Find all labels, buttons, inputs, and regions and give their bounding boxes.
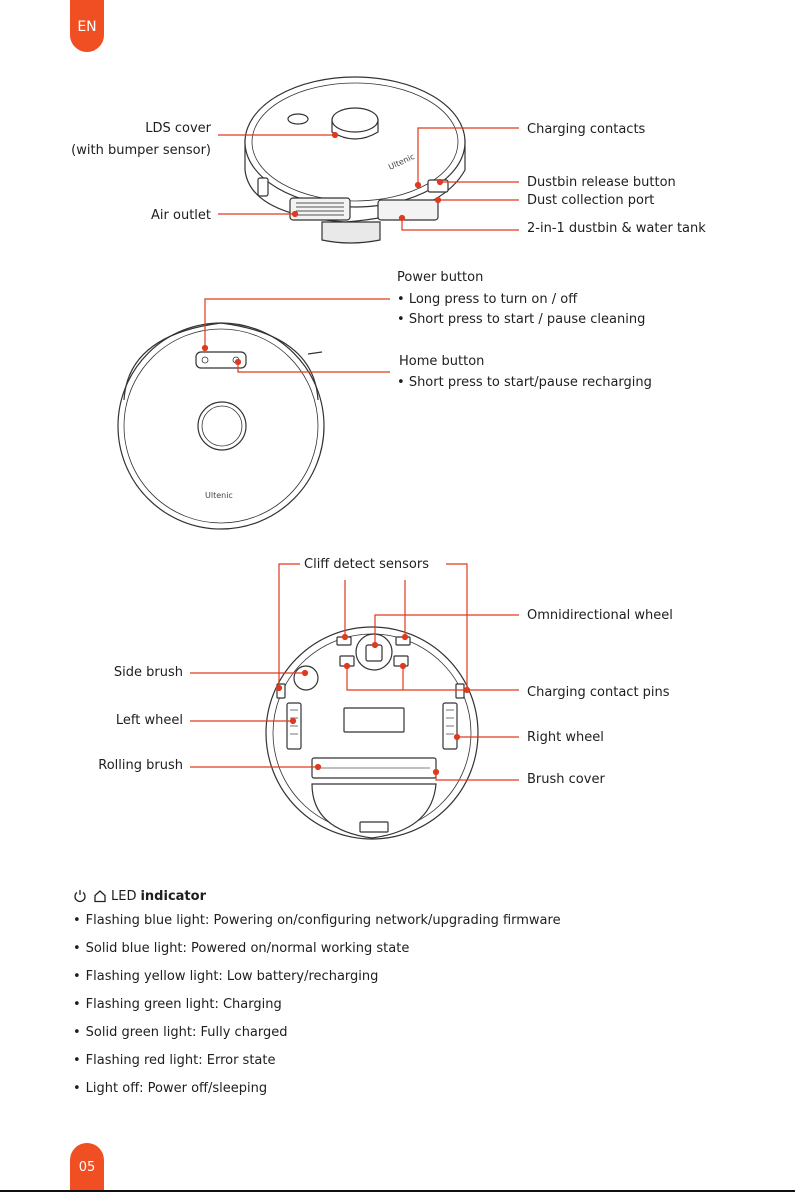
- bottom-rule: [0, 1190, 795, 1192]
- led-status-item: Solid green light: Fully charged: [73, 1019, 561, 1047]
- led-status-item: Flashing red light: Error state: [73, 1047, 561, 1075]
- label-dust-collection-port: Dust collection port: [527, 193, 655, 208]
- power-icon: [74, 890, 86, 903]
- led-status-item: Flashing yellow light: Low battery/recha…: [73, 963, 561, 991]
- label-brush-cover: Brush cover: [527, 772, 605, 787]
- label-charging-pins: Charging contact pins: [527, 685, 670, 700]
- language-tab: EN: [70, 0, 104, 52]
- label-charging-contacts: Charging contacts: [527, 122, 646, 137]
- power-button-item-2: • Short press to start / pause cleaning: [397, 312, 646, 327]
- led-indicator-heading: LED indicator: [73, 885, 561, 907]
- label-omni-wheel: Omnidirectional wheel: [527, 608, 673, 623]
- home-button-title: Home button: [399, 354, 485, 369]
- label-left-wheel: Left wheel: [115, 713, 183, 728]
- brand-logo-middle: Ultenic: [205, 491, 233, 500]
- home-icon: [94, 890, 106, 903]
- robot-perspective-figure: Ultenic: [218, 76, 519, 244]
- label-side-brush: Side brush: [113, 665, 183, 680]
- label-dustbin-release: Dustbin release button: [527, 175, 676, 190]
- power-button-title: Power button: [397, 270, 484, 285]
- page-number: 05: [70, 1143, 104, 1192]
- label-dustbin-water-tank: 2-in-1 dustbin & water tank: [527, 221, 706, 236]
- label-air-outlet: Air outlet: [151, 208, 211, 223]
- robot-bottom-view-figure: [190, 563, 519, 840]
- led-status-item: Solid blue light: Powered on/normal work…: [73, 935, 561, 963]
- label-cliff-sensors: Cliff detect sensors: [304, 557, 429, 572]
- led-status-item: Flashing green light: Charging: [73, 991, 561, 1019]
- label-right-wheel: Right wheel: [527, 730, 604, 745]
- led-title: indicator: [140, 888, 206, 904]
- led-indicator-section: LED indicator Flashing blue light: Power…: [73, 885, 561, 1103]
- led-status-item: Flashing blue light: Powering on/configu…: [73, 907, 561, 935]
- power-button-item-1: • Long press to turn on / off: [397, 292, 578, 307]
- label-rolling-brush: Rolling brush: [98, 758, 183, 773]
- label-lds-cover-note: (with bumper sensor): [71, 143, 211, 158]
- led-prefix: LED: [111, 888, 137, 904]
- led-status-list: Flashing blue light: Powering on/configu…: [73, 907, 561, 1103]
- label-lds-cover: LDS cover: [145, 121, 211, 136]
- led-status-item: Light off: Power off/sleeping: [73, 1075, 561, 1103]
- home-button-item-1: • Short press to start/pause recharging: [397, 375, 652, 390]
- robot-top-view-figure: Ultenic: [117, 298, 390, 530]
